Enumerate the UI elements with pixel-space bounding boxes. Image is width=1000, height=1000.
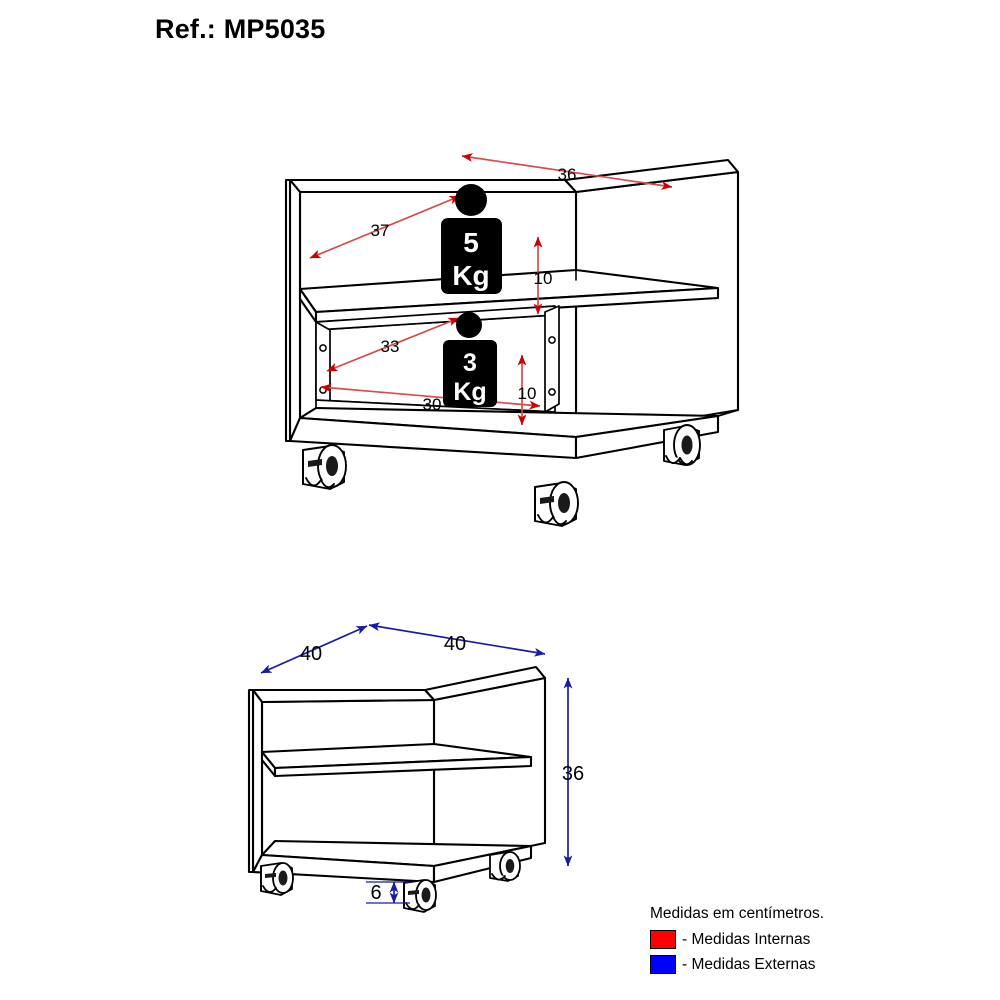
right-slide-rail — [544, 305, 560, 413]
caster-front-right — [534, 481, 579, 527]
right-rail-screw-hole-bottom — [548, 388, 556, 396]
caster-back-right — [489, 851, 521, 882]
legend-label-internal: - Medidas Internas — [682, 930, 811, 948]
left-side-panel-outer — [247, 688, 255, 874]
load-tag-body — [441, 218, 502, 294]
legend: Medidas em centímetros. - Medidas Intern… — [650, 905, 990, 980]
dim-line-33 — [326, 317, 460, 372]
left-side-panel-inner — [288, 178, 302, 443]
dim-label-33: 33 — [381, 337, 400, 356]
legend-swatch-external-icon — [650, 955, 676, 974]
shelf-front-band — [273, 755, 533, 778]
top-cabinet-illustration — [284, 158, 740, 527]
dim-label-caster-6: 6 — [370, 882, 381, 904]
dim-label-width-40: 40 — [444, 633, 466, 655]
load-tag-body — [443, 340, 497, 407]
right-panel-bottom-edge — [717, 409, 739, 417]
left-rail-screw-hole-top — [319, 344, 327, 352]
page-title: Ref.: MP5035 — [155, 14, 326, 44]
dim-line-depth-40 — [260, 625, 368, 674]
dim-label-upper-10: 10 — [534, 269, 553, 288]
back-panel-top-rail — [288, 178, 578, 194]
caster-front-left — [302, 444, 347, 490]
legend-item-external: - Medidas Externas — [650, 955, 990, 974]
dim-line-30 — [320, 383, 541, 410]
right-side-panel — [432, 676, 547, 868]
left-side-panel-outer — [284, 178, 292, 443]
right-rail-screw-hole-top — [548, 336, 556, 344]
load-tag-weight-value: 3 — [463, 349, 477, 377]
dim-line-36 — [461, 153, 673, 190]
load-tag-weight-value: 5 — [463, 227, 479, 258]
load-tag-weight-unit: Kg — [453, 378, 486, 406]
caster-front-left — [260, 862, 294, 896]
top-internal-dimension-lines — [309, 153, 673, 426]
dim-label-depth-40: 40 — [300, 643, 322, 665]
dim-label-36: 36 — [558, 165, 577, 184]
load-tag-handle-icon — [455, 184, 487, 216]
bottom-external-dimension-labels: 40 40 36 6 — [300, 633, 584, 904]
bottom-external-dimension-lines — [260, 622, 573, 904]
caster-front-right — [403, 879, 437, 913]
caster-back-right — [663, 424, 701, 466]
legend-label-external: - Medidas Externas — [682, 955, 816, 973]
left-slide-rail — [315, 321, 331, 409]
load-tag-handle-icon — [456, 312, 482, 338]
dim-line-width-40 — [368, 622, 546, 657]
dim-label-30: 30 — [423, 395, 442, 414]
dim-label-37: 37 — [371, 221, 390, 240]
upper-shelf-front-band — [314, 286, 720, 324]
dim-label-lower-10: 10 — [518, 384, 537, 403]
bottom-cabinet-illustration — [247, 665, 547, 913]
load-tag-5kg: 5 Kg — [441, 184, 502, 294]
load-tag-weight-unit: Kg — [452, 260, 489, 291]
back-panel-top-rail — [251, 688, 436, 704]
legend-item-internal: - Medidas Internas — [650, 930, 990, 949]
left-side-panel-inner — [251, 688, 264, 874]
dim-label-height-36: 36 — [562, 763, 584, 785]
legend-swatch-internal-icon — [650, 930, 676, 949]
legend-title: Medidas em centímetros. — [650, 905, 825, 922]
dim-line-37 — [309, 195, 461, 259]
load-tag-3kg: 3 Kg — [443, 312, 497, 407]
top-internal-dimension-labels: 36 37 10 33 30 10 — [371, 165, 577, 414]
